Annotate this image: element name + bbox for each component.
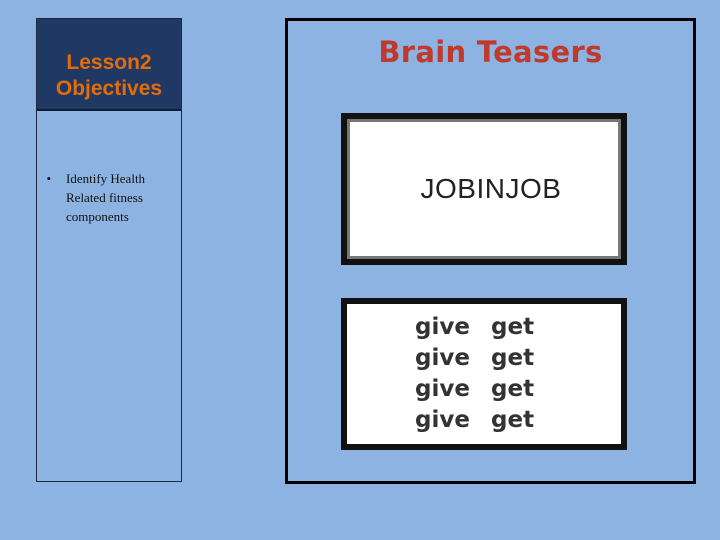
get-word: get bbox=[491, 314, 535, 340]
give-word: give bbox=[415, 407, 470, 433]
give-get-grid: give get give get give get give get bbox=[415, 312, 534, 436]
give-get-row: give get bbox=[415, 312, 534, 343]
give-word: give bbox=[415, 314, 470, 340]
objectives-title: Objectives bbox=[55, 77, 163, 100]
give-get-row: give get bbox=[415, 343, 534, 374]
get-word: get bbox=[491, 407, 535, 433]
list-item: • Identify Health Related fitness compon… bbox=[37, 113, 181, 226]
puzzle-word: JOBINJOB bbox=[420, 173, 562, 204]
give-word: give bbox=[415, 376, 470, 402]
objective-text: Identify Health Related fitness componen… bbox=[66, 171, 146, 224]
objectives-list: • Identify Health Related fitness compon… bbox=[37, 113, 181, 226]
objectives-panel: Lesson2 Objectives • Identify Health Rel… bbox=[36, 18, 182, 482]
get-word: get bbox=[491, 345, 535, 371]
lesson-title: Lesson2 bbox=[66, 51, 152, 74]
page-title: Brain Teasers bbox=[378, 35, 603, 69]
get-word: get bbox=[491, 376, 535, 402]
give-word: give bbox=[415, 345, 470, 371]
give-get-row: give get bbox=[415, 405, 534, 436]
puzzle-jobinjob: JOBINJOB bbox=[341, 113, 627, 265]
puzzle-give-get: give get give get give get give get bbox=[341, 298, 627, 450]
lesson-header: Lesson2 Objectives bbox=[37, 19, 181, 111]
give-get-row: give get bbox=[415, 374, 534, 405]
brain-teasers-panel: Brain Teasers JOBINJOB give get give get… bbox=[285, 18, 696, 484]
bullet-icon: • bbox=[46, 171, 51, 186]
